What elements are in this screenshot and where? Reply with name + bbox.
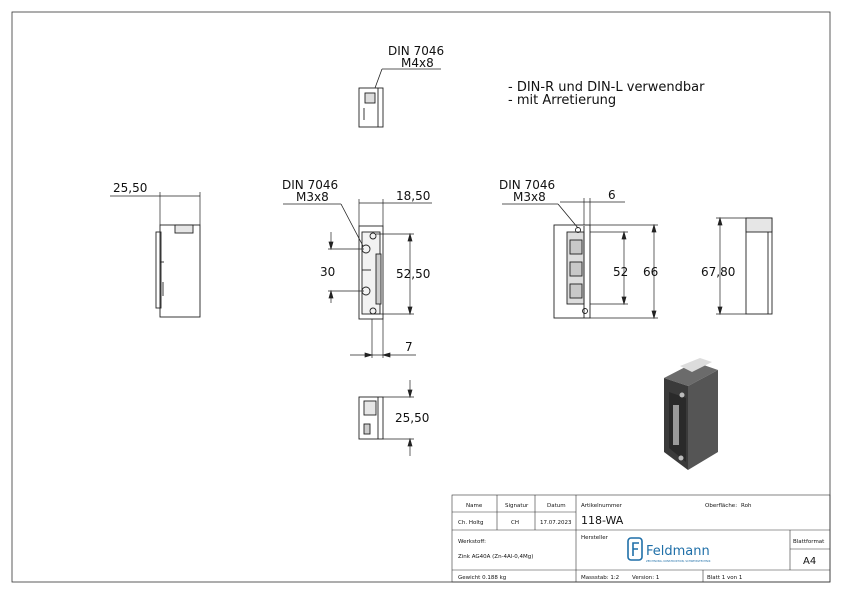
dim-front-height xyxy=(376,232,414,316)
tb-name-value: Ch. Holtg xyxy=(458,520,484,526)
isometric-render xyxy=(664,358,718,470)
tb-surface-value: Roh xyxy=(741,503,752,509)
dim-front-hole-spacing xyxy=(328,232,364,303)
dim-side-width-value: 6 xyxy=(608,188,616,202)
dim-side-height xyxy=(590,223,658,320)
tb-article-label: Artikelnummer xyxy=(581,503,623,509)
tb-article-value: 118-WA xyxy=(581,514,624,527)
front-view xyxy=(358,225,384,320)
callout-top-screw: DIN 7046 M4x8 xyxy=(374,44,444,89)
tb-material-value: Zink AG40A (Zn-4Al-0,4Mg) xyxy=(458,554,533,560)
bottom-view xyxy=(358,396,384,440)
title-block xyxy=(451,494,831,583)
callout-side-standard: DIN 7046 xyxy=(499,178,555,192)
tb-name-label: Name xyxy=(466,503,483,509)
svg-text:Feldmann: Feldmann xyxy=(646,544,710,559)
tb-date-value: 17.07.2023 xyxy=(540,520,572,526)
tb-scale: Massstab: 1:2 xyxy=(581,575,619,581)
dim-right-height-value: 67,80 xyxy=(701,265,735,279)
callout-top-size: M4x8 xyxy=(401,56,434,70)
side-view xyxy=(553,224,591,319)
tb-format-label: Blattformat xyxy=(793,539,825,545)
right-view xyxy=(745,217,773,315)
callout-side-screw: DIN 7046 M3x8 xyxy=(499,178,579,229)
callout-front-screw: DIN 7046 M3x8 xyxy=(282,178,364,247)
tb-surface-label: Oberfläche: xyxy=(705,503,737,509)
dim-front-width xyxy=(358,199,432,226)
dim-front-hole-spacing-value: 30 xyxy=(320,265,335,279)
callout-front-standard: DIN 7046 xyxy=(282,178,338,192)
dim-front-bottom-value: 7 xyxy=(405,340,413,354)
dim-front-height-value: 52,50 xyxy=(396,267,430,281)
tb-date-label: Datum xyxy=(547,503,566,509)
dim-side-inner xyxy=(590,230,628,306)
dim-front-width-value: 18,50 xyxy=(396,189,430,203)
sheet-border xyxy=(11,11,831,583)
tb-manufacturer-label: Hersteller xyxy=(581,535,609,541)
feldmann-logo: Feldmann ZEICHNUNG, KONSTRUKTION, SCHWEI… xyxy=(627,537,711,563)
note-line-1: - DIN-R und DIN-L verwendbar xyxy=(508,80,705,95)
dim-bottom-depth xyxy=(383,380,414,456)
tb-sheet: Blatt 1 von 1 xyxy=(707,575,742,581)
dim-right-height xyxy=(716,216,746,316)
callout-top-standard: DIN 7046 xyxy=(388,44,444,58)
tb-version: Version: 1 xyxy=(632,575,659,581)
callout-front-size: M3x8 xyxy=(296,190,329,204)
dim-side-width xyxy=(560,198,625,225)
tb-weight: Gewicht 0.188 kg xyxy=(458,575,506,581)
dim-bottom-depth-value: 25,50 xyxy=(395,411,429,425)
dim-left-width-value: 25,50 xyxy=(113,181,147,195)
dim-left-width xyxy=(110,192,201,225)
tb-material-label: Werkstoff: xyxy=(458,539,486,545)
dim-side-height-value: 66 xyxy=(643,265,658,279)
svg-text:ZEICHNUNG, KONSTRUKTION, SCHWE: ZEICHNUNG, KONSTRUKTION, SCHWEISSTECHNIK xyxy=(646,559,711,563)
tb-signature-value: CH xyxy=(511,520,519,526)
tb-format-value: A4 xyxy=(803,556,816,567)
top-view xyxy=(358,87,384,128)
callout-side-size: M3x8 xyxy=(513,190,546,204)
dim-front-bottom xyxy=(350,319,416,358)
note-line-2: - mit Arretierung xyxy=(508,93,616,108)
left-view xyxy=(155,224,201,318)
tb-signature-label: Signatur xyxy=(505,503,529,509)
dim-side-inner-value: 52 xyxy=(613,265,628,279)
